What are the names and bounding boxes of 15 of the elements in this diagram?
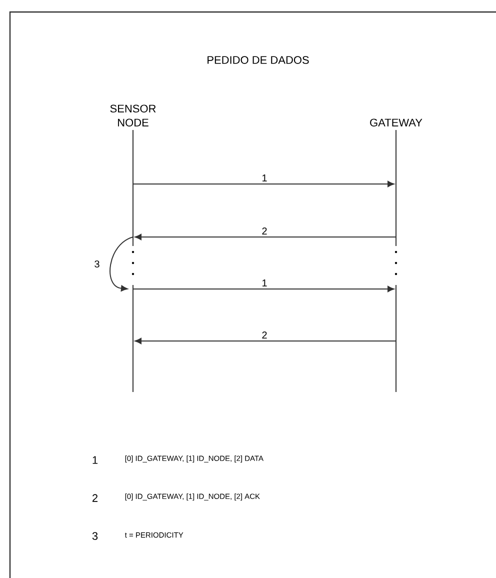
participant-label: SENSOR NODE bbox=[110, 104, 156, 126]
edge-label: 3 bbox=[93, 259, 101, 269]
edge-label: 1 bbox=[261, 174, 268, 182]
callout-number: 3 bbox=[92, 532, 98, 540]
message-arrow bbox=[132, 286, 394, 292]
message-arrow bbox=[132, 180, 394, 188]
edge-label: 2 bbox=[261, 227, 268, 235]
edge-label: 2 bbox=[261, 331, 268, 339]
callout-number: 1 bbox=[92, 456, 98, 464]
message-arrow bbox=[134, 338, 396, 344]
message-arrow bbox=[134, 234, 396, 240]
edge-label: 1 bbox=[261, 279, 268, 287]
title: PEDIDO DE DADOS bbox=[208, 56, 309, 64]
self-arrow bbox=[110, 236, 134, 292]
callout-number: 2 bbox=[92, 494, 98, 502]
